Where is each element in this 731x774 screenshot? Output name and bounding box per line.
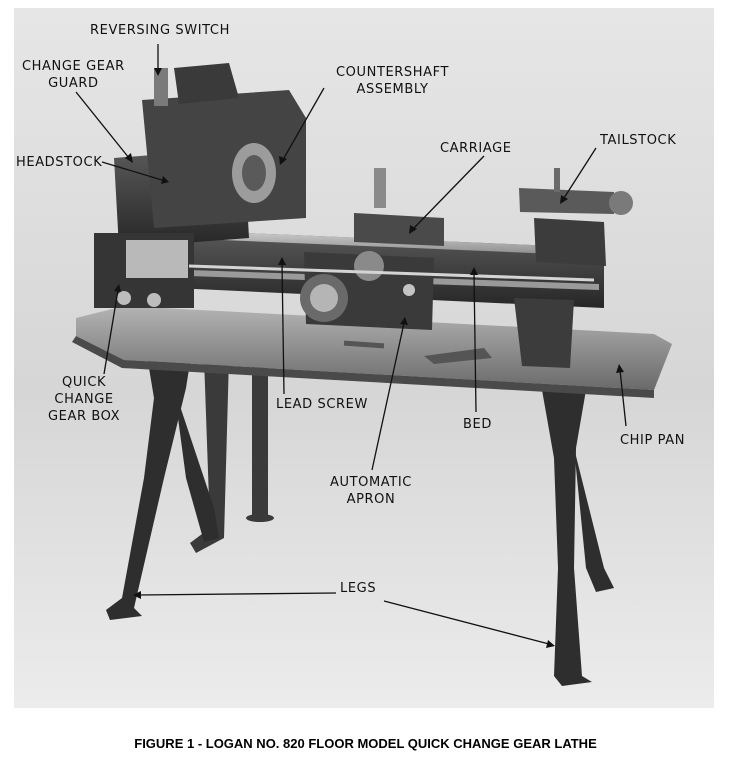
label-quick-change-gear-box: QUICK CHANGE GEAR BOX [48, 374, 120, 425]
rear-legs [190, 358, 274, 553]
label-countershaft-line2: ASSEMBLY [356, 82, 429, 97]
label-tailstock: TAILSTOCK [600, 133, 677, 148]
label-countershaft-line1: COUNTERSHAFT [336, 65, 450, 80]
label-headstock: HEADSTOCK [16, 155, 103, 170]
figure-caption: FIGURE 1 - LOGAN NO. 820 FLOOR MODEL QUI… [134, 736, 597, 751]
tailstock-shape [519, 168, 633, 266]
label-automatic-apron-line2: APRON [346, 492, 396, 507]
label-automatic-apron-line1: AUTOMATIC [330, 475, 412, 490]
label-chip-pan: CHIP PAN [620, 433, 686, 448]
lathe-photo [14, 8, 714, 708]
lead-screw-shape [188, 264, 595, 282]
chip-pan-shape [72, 306, 672, 398]
leader-arrows [75, 44, 627, 645]
label-quick-change-line2: CHANGE [54, 392, 114, 407]
label-quick-change-line1: QUICK [61, 375, 107, 390]
label-change-gear-guard-line2: GUARD [48, 76, 99, 91]
front-legs [106, 350, 614, 686]
label-lead-screw: LEAD SCREW [276, 397, 368, 412]
label-change-gear-guard: CHANGE GEAR GUARD [22, 58, 125, 92]
label-carriage: CARRIAGE [440, 141, 512, 156]
label-change-gear-guard-line1: CHANGE GEAR [22, 59, 125, 74]
label-legs: LEGS [340, 581, 377, 596]
label-countershaft-assembly: COUNTERSHAFT ASSEMBLY [336, 64, 449, 98]
label-bed: BED [463, 417, 492, 432]
arrow-heads [114, 68, 624, 648]
headstock-shape [114, 63, 306, 248]
label-automatic-apron: AUTOMATIC APRON [330, 474, 412, 508]
label-reversing-switch: REVERSING SWITCH [90, 23, 230, 38]
label-quick-change-line3: GEAR BOX [48, 409, 121, 424]
gear-box-shape [94, 233, 194, 308]
